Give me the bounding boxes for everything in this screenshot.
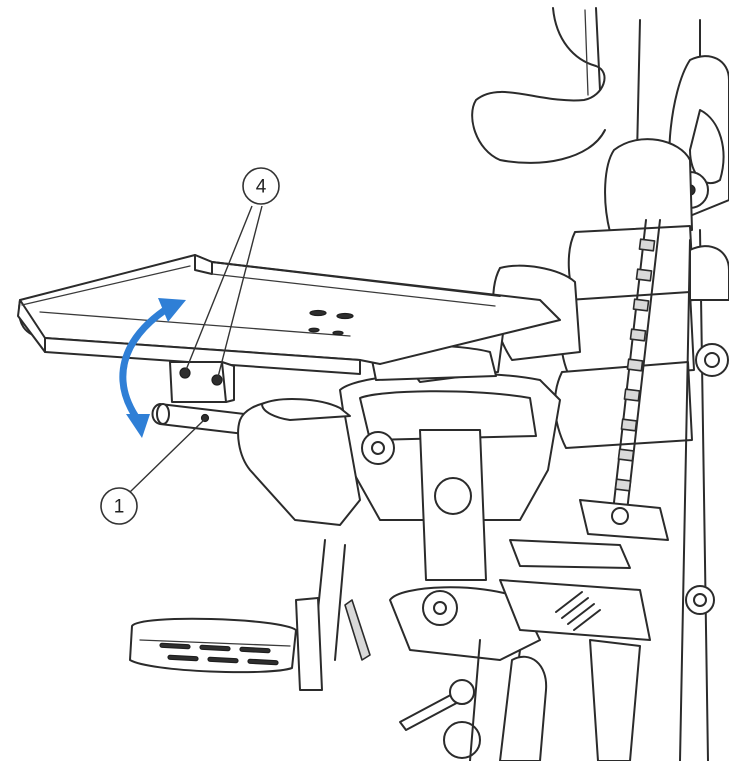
callout-1-group: 1 [100, 419, 205, 525]
tube-bolt [200, 413, 210, 423]
upper-bolt-right [211, 374, 223, 386]
callout-4-circle [242, 167, 280, 205]
hinge-chain [614, 238, 656, 492]
footplate-slots [159, 642, 279, 666]
vent-slots [555, 591, 601, 631]
callout-4-leader-left [185, 205, 253, 371]
tray [17, 254, 561, 375]
callout-1-leader [129, 419, 205, 493]
callout-4-label: 4 [256, 177, 267, 198]
back-support-pads [492, 138, 729, 761]
upper-bolt-left [179, 367, 191, 379]
rotation-arrow [119, 298, 186, 438]
adjustment-bolts [179, 367, 223, 423]
callout-1-label: 1 [114, 497, 125, 518]
center-frame [389, 429, 669, 661]
knee-pad-clamp [237, 398, 395, 526]
callout-4-group: 4 [185, 167, 280, 378]
footplate-assembly [129, 539, 641, 761]
callout-4-leader-right [217, 205, 263, 378]
callout-1-circle [100, 487, 138, 525]
